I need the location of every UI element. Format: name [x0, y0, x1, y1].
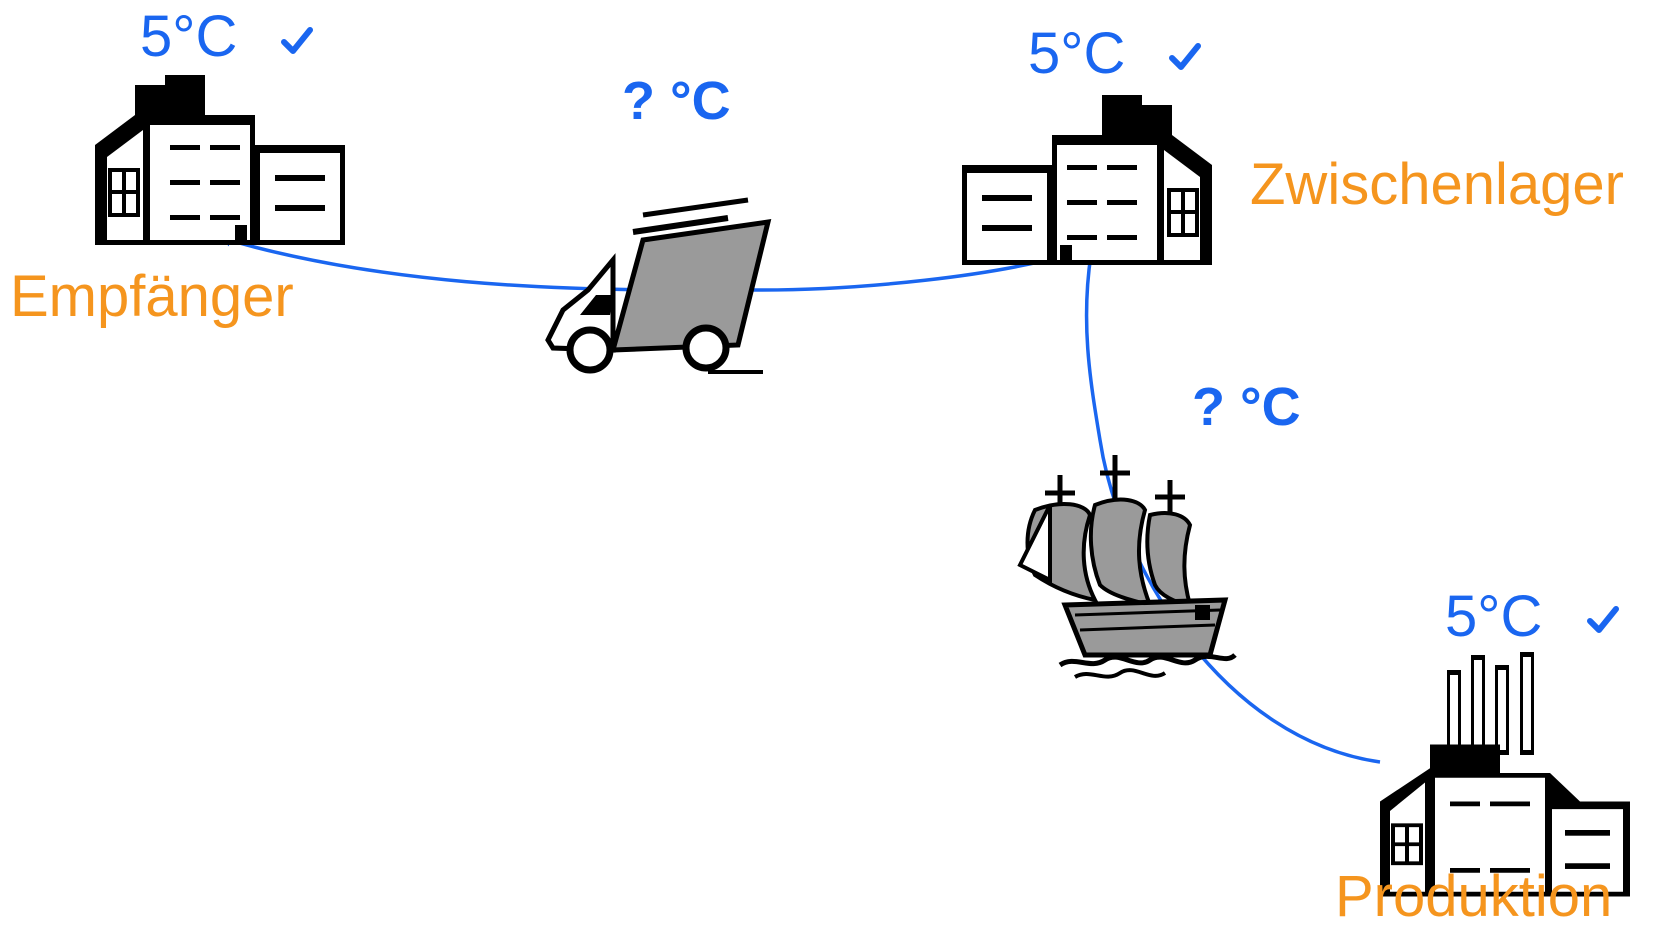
truck-temperature: ? °C — [622, 71, 731, 131]
building-icon — [960, 93, 1214, 267]
check-icon — [281, 27, 313, 54]
ship-icon — [1017, 455, 1237, 679]
ship-temperature: ? °C — [1192, 377, 1301, 437]
check-icon — [1587, 606, 1619, 633]
truck-icon — [545, 197, 772, 374]
building-icon — [93, 73, 347, 247]
factory-icon — [1380, 652, 1630, 897]
empfaenger-temperature: 5°C — [140, 4, 238, 69]
produktion-label: Produktion — [1335, 864, 1613, 929]
zwischenlager-temperature: 5°C — [1028, 21, 1126, 86]
empfaenger-label: Empfänger — [10, 264, 294, 329]
produktion-temperature: 5°C — [1445, 584, 1543, 649]
zwischenlager-label: Zwischenlager — [1250, 152, 1624, 217]
check-icon — [1169, 43, 1201, 70]
